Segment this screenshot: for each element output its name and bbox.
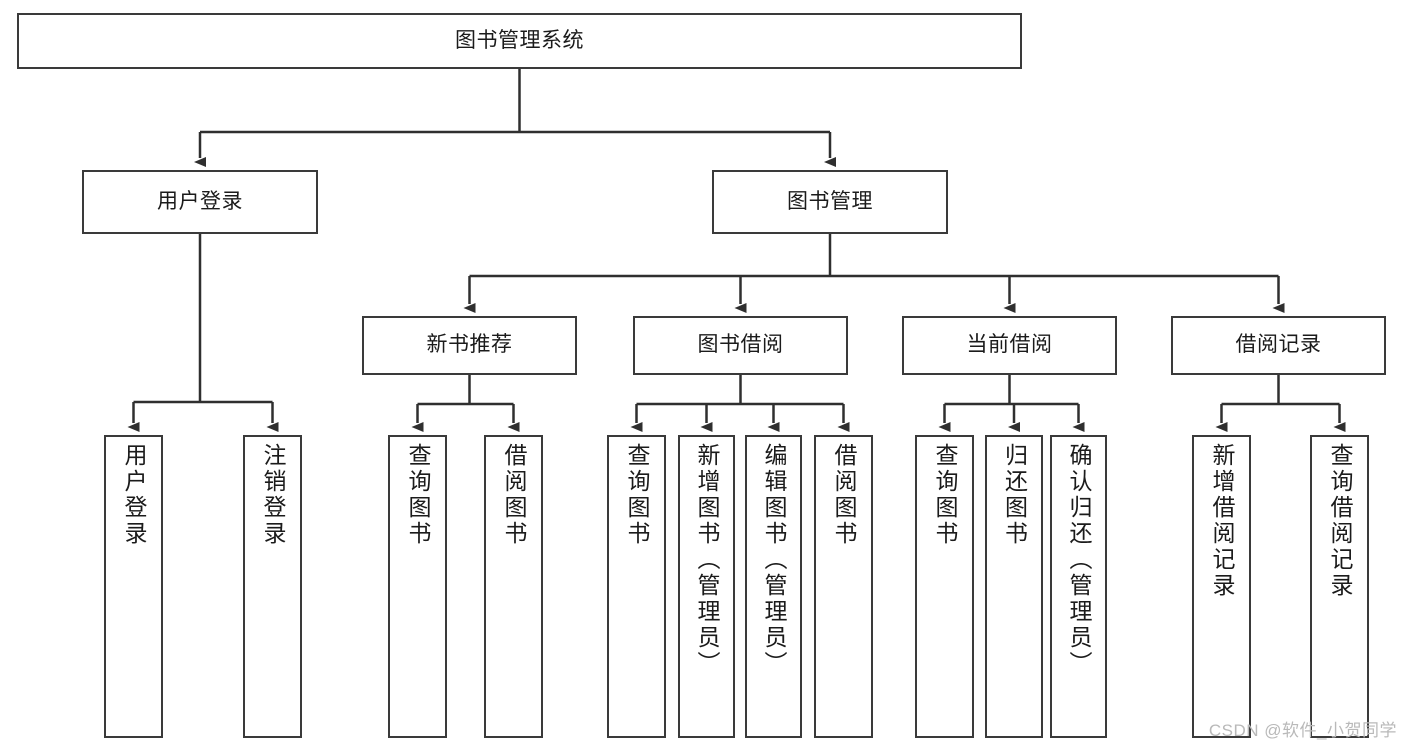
node-leaf-add-book-admin[interactable]: 新增图书（管理员） [678,435,735,738]
node-label-leaf-confirm-return-admin: 确认归还（管理员） [1066,443,1092,677]
node-leaf-query-book-current[interactable]: 查询图书 [915,435,974,738]
node-label-leaf-query-borrow-record: 查询借阅记录 [1327,443,1353,599]
node-borrow-record[interactable]: 借阅记录 [1171,316,1386,375]
node-label-book-borrow: 图书借阅 [697,333,784,357]
node-label-current-borrow: 当前借阅 [966,333,1053,357]
node-leaf-query-book-recommend[interactable]: 查询图书 [388,435,447,738]
node-current-borrow[interactable]: 当前借阅 [902,316,1117,375]
node-label-leaf-return-book: 归还图书 [1001,443,1028,547]
watermark-label: CSDN @软件_小贺同学 [1208,721,1397,740]
node-label-leaf-user-login: 用户登录 [121,443,147,547]
node-label-root: 图书管理系统 [455,28,584,52]
node-label-leaf-logout: 注销登录 [260,443,286,547]
node-book-borrow[interactable]: 图书借阅 [633,316,848,375]
node-user-login[interactable]: 用户登录 [82,170,318,234]
node-new-book-recommend[interactable]: 新书推荐 [362,316,577,375]
node-label-leaf-add-borrow-record: 新增借阅记录 [1209,443,1235,599]
node-label-user-login: 用户登录 [157,189,243,213]
node-label-leaf-borrow-book-recommend: 借阅图书 [501,443,527,547]
node-label-borrow-record: 借阅记录 [1235,333,1322,357]
node-label-book-management: 图书管理 [787,189,873,213]
node-leaf-add-borrow-record[interactable]: 新增借阅记录 [1192,435,1251,738]
node-label-leaf-query-book-recommend: 查询图书 [405,443,431,547]
node-leaf-query-borrow-record[interactable]: 查询借阅记录 [1310,435,1369,738]
node-label-leaf-query-book-borrow: 查询图书 [624,443,650,547]
node-book-management[interactable]: 图书管理 [712,170,948,234]
node-leaf-edit-book-admin[interactable]: 编辑图书（管理员） [745,435,802,738]
node-leaf-logout[interactable]: 注销登录 [243,435,302,738]
node-label-leaf-add-book-admin: 新增图书（管理员） [694,443,720,677]
node-leaf-borrow-book-recommend[interactable]: 借阅图书 [484,435,543,738]
node-label-new-book-recommend: 新书推荐 [426,333,513,357]
node-label-leaf-borrow-book: 借阅图书 [831,443,857,547]
node-label-leaf-query-book-current: 查询图书 [932,443,958,547]
node-leaf-return-book[interactable]: 归还图书 [985,435,1043,738]
node-leaf-query-book-borrow[interactable]: 查询图书 [607,435,666,738]
node-root[interactable]: 图书管理系统 [17,13,1022,69]
node-leaf-borrow-book[interactable]: 借阅图书 [814,435,873,738]
node-label-leaf-edit-book-admin: 编辑图书（管理员） [761,443,787,677]
node-leaf-user-login[interactable]: 用户登录 [104,435,163,738]
node-leaf-confirm-return-admin[interactable]: 确认归还（管理员） [1050,435,1107,738]
